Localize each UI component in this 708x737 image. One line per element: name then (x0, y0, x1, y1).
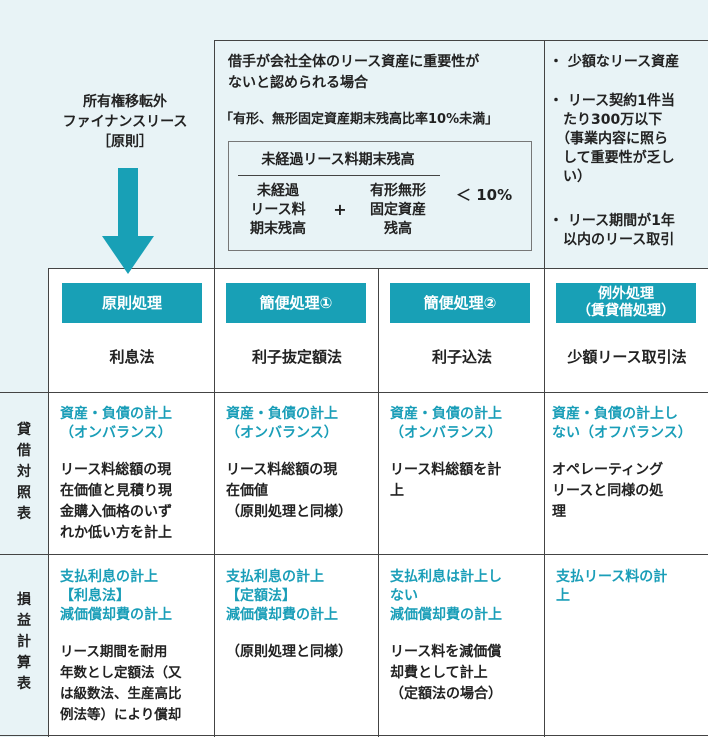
pl-heading-2: 支払利息の計上 【定額法】 減価償却費の計上 (226, 569, 338, 623)
bs-heading-2: 資産・負債の計上 （オンバランス） (226, 406, 338, 441)
pl-body-3: リース料を減価償 却費として計上 （定額法の場合） (390, 644, 502, 702)
bs-body-2: リース料総額の現 在価値 （原則処理と同様） (226, 462, 352, 520)
grid-line (214, 40, 215, 268)
pl-body-1: リース期間を耐用 年数とし定額法（又 は級数法、生産高比 例法等）により償却 (60, 644, 182, 723)
condition-panel (214, 40, 544, 268)
grid-line (48, 268, 49, 737)
plus-sign: + (333, 200, 347, 219)
grid-line (0, 735, 708, 736)
bs-body-3: リース料総額を計 上 (390, 462, 502, 499)
grid-line (0, 392, 708, 393)
badge-simple-1: 簡便処理① (226, 283, 366, 323)
badge-simple-2: 簡便処理② (390, 283, 530, 323)
less-than-ten-percent: ＜ 10% (456, 186, 513, 204)
bs-body-4: オペレーティング リースと同様の処 理 (552, 462, 664, 520)
bs-heading-4: 資産・負債の計上し ない（オフバランス） (552, 406, 692, 441)
bs-body-1: リース料総額の現 在価値と見積り現 金購入価格のいず れか低い方を計上 (60, 462, 172, 541)
pl-heading-3: 支払利息は計上し ない 減価償却費の計上 (390, 569, 502, 623)
grid-line (544, 40, 545, 268)
fraction-box (228, 141, 532, 251)
condition-title: 借手が会社全体のリース資産に重要性が ないと認められる場合 (228, 54, 480, 91)
row-label-balance-sheet: 貸 借 対 照 表 (17, 422, 31, 522)
ratio-text: 「有形、無形固定資産期末残高比率10%未満」 (220, 112, 499, 127)
fraction-numerator: 未経過リース料期末残高 (261, 152, 415, 168)
bs-heading-1: 資産・負債の計上 （オンバランス） (60, 406, 172, 441)
arrow-down-icon (102, 168, 154, 274)
term-fixed-assets: 有形無形 固定資産 残高 (370, 183, 426, 237)
grid-line (0, 554, 708, 555)
term-unpaid-lease: 未経過 リース料 期末残高 (250, 183, 306, 237)
small-lease-panel (544, 40, 708, 268)
small-lease-item-1: ・ 少額なリース資産 (549, 54, 680, 70)
bs-heading-3: 資産・負債の計上 （オンバランス） (390, 406, 502, 441)
method-small-lease: 少額リース取引法 (567, 348, 687, 366)
pl-heading-4: 支払リース料の計 上 (556, 569, 668, 604)
small-lease-item-3: ・ リース期間が1年 以内のリース取引 (549, 213, 675, 248)
pl-heading-1: 支払利息の計上 【利息法】 減価償却費の計上 (60, 569, 172, 623)
row-label-area (0, 268, 48, 737)
grid-line (214, 268, 215, 737)
grid-line (378, 268, 379, 737)
fraction-bar (238, 175, 440, 176)
top-left-area (0, 0, 214, 268)
method-excl-interest: 利子抜定額法 (251, 348, 342, 366)
method-incl-interest: 利子込法 (431, 348, 492, 366)
pl-body-2: （原則処理と同様） (226, 644, 352, 660)
grid-line (214, 40, 708, 41)
method-interest: 利息法 (109, 348, 155, 366)
grid-line (544, 268, 545, 737)
badge-principle: 原則処理 (62, 283, 202, 323)
row-label-income-statement: 損 益 計 算 表 (17, 592, 31, 692)
top-left-title: 所有権移転外 ファイナンスリース ［原則］ (62, 94, 188, 150)
badge-exception: 例外処理 （賃貸借処理） (556, 283, 696, 323)
small-lease-item-2: ・ リース契約1件当 たり300万以下 （事業内容に照ら して重要性が乏し い） (549, 93, 675, 185)
